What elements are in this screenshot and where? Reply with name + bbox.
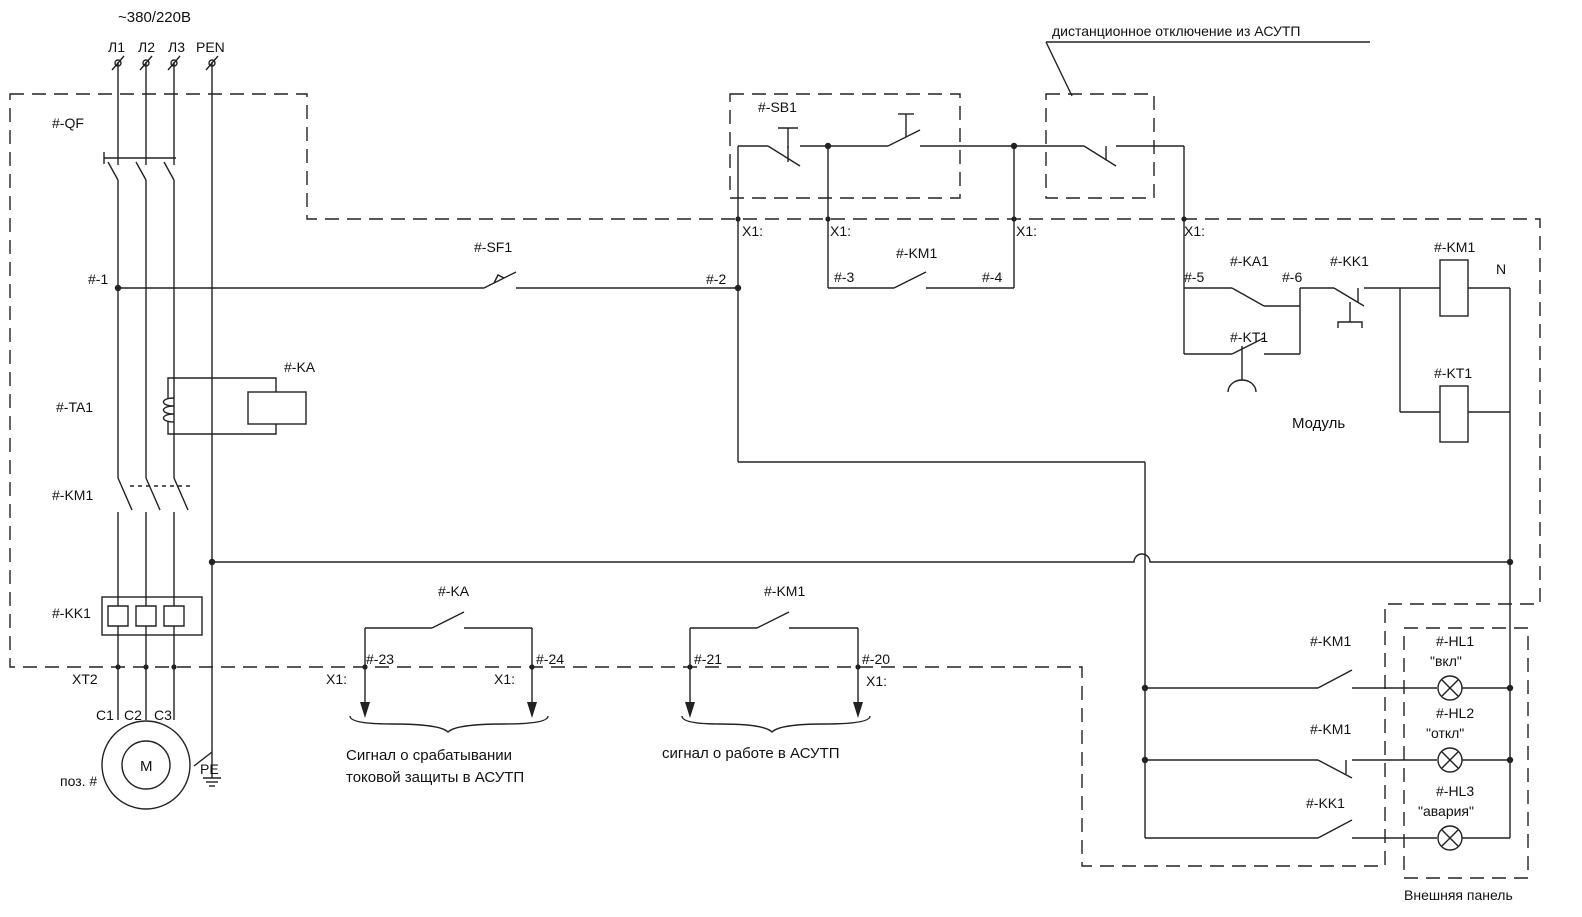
x1-a-label: X1: xyxy=(742,223,763,239)
protection-signal-line-2: токовой защиты в АСУТП xyxy=(346,769,524,786)
ka-relay-coil xyxy=(247,391,307,425)
c3-label: C3 xyxy=(154,707,172,723)
ka-signal-label: #-KA xyxy=(438,583,470,599)
module-boundary xyxy=(9,93,1541,867)
c2-label: C2 xyxy=(124,707,142,723)
node-2-label: #-2 xyxy=(706,271,726,287)
protection-signal-line-1: Сигнал о срабатывании xyxy=(346,747,512,764)
neutral-label: N xyxy=(1496,261,1506,277)
hl1-text: "вкл" xyxy=(1430,653,1462,669)
node-20-label: #-20 xyxy=(862,651,890,667)
remote-off-label: дистанционное отключение из АСУТП xyxy=(1052,23,1300,39)
power-circuit xyxy=(101,55,1514,810)
hl1-label: #-HL1 xyxy=(1436,633,1474,649)
sb1-label: #-SB1 xyxy=(758,99,797,115)
motor-label: M xyxy=(140,758,153,775)
pe-label: PE xyxy=(200,761,219,777)
km1-coil xyxy=(1439,259,1469,317)
control-circuit xyxy=(483,113,1511,838)
qf-label: #-QF xyxy=(52,115,84,131)
km1-hl1-label: #-KM1 xyxy=(1310,633,1351,649)
node-24-label: #-24 xyxy=(536,651,564,667)
x1-d-label: X1: xyxy=(1184,223,1205,239)
x1-23-label: X1: xyxy=(326,671,347,687)
l1-label: Л1 xyxy=(108,39,125,55)
kt1-coil xyxy=(1439,385,1469,443)
x1-20-label: X1: xyxy=(866,673,887,689)
module-label: Модуль xyxy=(1292,415,1345,432)
node-4-label: #-4 xyxy=(982,269,1002,285)
kt1-contact-label: #-KT1 xyxy=(1230,329,1268,345)
x1-b-label: X1: xyxy=(830,223,851,239)
external-panel-boundary xyxy=(1403,627,1529,879)
external-panel-label: Внешняя панель xyxy=(1404,887,1513,903)
node-3-label: #-3 xyxy=(834,269,854,285)
node-5-label: #-5 xyxy=(1184,269,1204,285)
x1-c-label: X1: xyxy=(1016,223,1037,239)
supply-voltage: ~380/220В xyxy=(118,9,191,26)
node-6-label: #-6 xyxy=(1282,269,1302,285)
motor-symbol xyxy=(101,720,191,810)
kk1-label: #-KK1 xyxy=(52,605,91,621)
position-label: поз. # xyxy=(60,773,97,789)
sb1-enclosure xyxy=(729,93,961,199)
kt1-coil-label: #-KT1 xyxy=(1434,365,1472,381)
hl2-text: "откл" xyxy=(1426,725,1464,741)
xt2-label: XT2 xyxy=(72,671,98,687)
km1-coil-label: #-KM1 xyxy=(1434,239,1475,255)
kk1-hl3-label: #-KK1 xyxy=(1306,795,1345,811)
node-21-label: #-21 xyxy=(694,651,722,667)
node-1-label: #-1 xyxy=(88,271,108,287)
kk1-control-label: #-KK1 xyxy=(1330,253,1369,269)
ta1-label: #-TA1 xyxy=(56,399,93,415)
km1-hold-label: #-KM1 xyxy=(896,245,937,261)
km1-power-label: #-KM1 xyxy=(52,487,93,503)
labels: ~380/220В Л1 Л2 Л3 PEN #-QF #-1 #-TA1 #-… xyxy=(52,9,1513,903)
c1-label: C1 xyxy=(96,707,114,723)
node-23-label: #-23 xyxy=(366,651,394,667)
km1-signal-label: #-KM1 xyxy=(764,583,805,599)
x1-24-label: X1: xyxy=(494,671,515,687)
ka-label: #-KA xyxy=(284,359,316,375)
pen-label: PEN xyxy=(196,39,225,55)
km1-hl2-label: #-KM1 xyxy=(1310,721,1351,737)
l3-label: Л3 xyxy=(168,39,185,55)
hl2-label: #-HL2 xyxy=(1436,705,1474,721)
hl3-text: "авария" xyxy=(1418,803,1474,819)
sf1-label: #-SF1 xyxy=(474,239,512,255)
work-signal-label: сигнал о работе в АСУТП xyxy=(662,745,840,762)
signal-contacts xyxy=(349,611,871,733)
hl3-label: #-HL3 xyxy=(1436,783,1474,799)
l2-label: Л2 xyxy=(138,39,155,55)
lamp-circuits xyxy=(1141,669,1514,851)
ka1-label: #-KA1 xyxy=(1230,253,1269,269)
